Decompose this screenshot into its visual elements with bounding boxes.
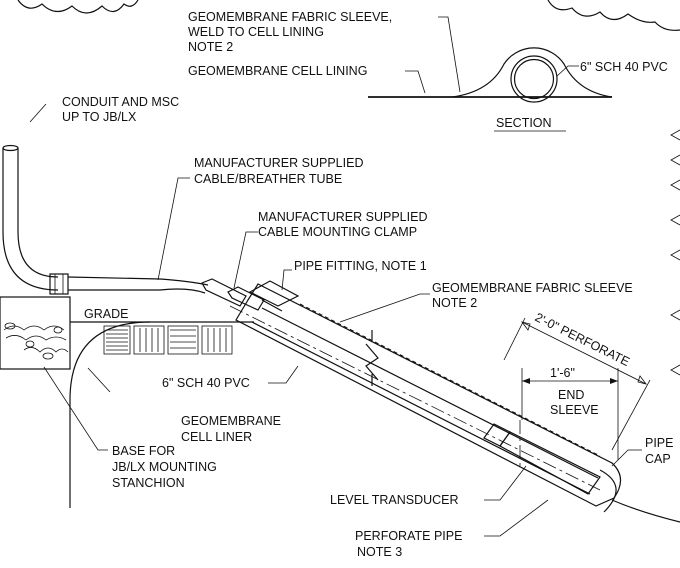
sleeve-weld-label: NOTE 2 xyxy=(188,40,233,54)
revision-cloud-left xyxy=(17,0,139,14)
clamp-label: CABLE MOUNTING CLAMP xyxy=(258,225,417,239)
cable-tube-label: CABLE/BREATHER TUBE xyxy=(194,172,342,186)
base-label: BASE FOR xyxy=(112,444,175,458)
section-detail: GEOMEMBRANE FABRIC SLEEVE, WELD TO CELL … xyxy=(188,10,668,132)
cable-mounting-clamp: MANUFACTURER SUPPLIED CABLE MOUNTING CLA… xyxy=(201,210,427,311)
pvc-main-label: 6" SCH 40 PVC xyxy=(162,376,250,390)
perforate-dim-label: 2'-0" PERFORATE xyxy=(533,310,632,369)
edge-marks xyxy=(670,129,680,376)
end-sleeve-dimension: 1'-6" END SLEEVE xyxy=(521,366,619,460)
fabric-sleeve-label: NOTE 2 xyxy=(432,296,477,310)
ground-line-right xyxy=(611,499,680,523)
perforate-pipe-label: PERFORATE PIPE xyxy=(355,529,462,543)
cell-lining-label: GEOMEMBRANE CELL LINING xyxy=(188,64,367,78)
sleeve-weld-label: WELD TO CELL LINING xyxy=(188,25,324,39)
base-label: STANCHION xyxy=(112,476,185,490)
conduit-label: CONDUIT AND MSC xyxy=(62,95,179,109)
cable-tube-label: MANUFACTURER SUPPLIED xyxy=(194,156,363,170)
conduit-label: UP TO JB/LX xyxy=(62,110,137,124)
ground-base: GRADE GEOMEMBRANE CELL LINER BASE FOR JB… xyxy=(0,296,281,508)
end-sleeve-dim-label: 1'-6" xyxy=(550,366,575,380)
grade-label: GRADE xyxy=(84,307,128,321)
pipe-cap-label: CAP xyxy=(645,452,671,466)
pipe-fitting-label: PIPE FITTING, NOTE 1 xyxy=(294,259,427,273)
fabric-sleeve-label: GEOMEMBRANE FABRIC SLEEVE xyxy=(432,281,633,295)
cable-breather-tube: MANUFACTURER SUPPLIED CABLE/BREATHER TUB… xyxy=(157,156,363,294)
cell-liner-label: CELL LINER xyxy=(181,430,252,444)
section-pvc-label: 6" SCH 40 PVC xyxy=(580,60,668,74)
sloped-pipe xyxy=(229,280,622,513)
pipe-cap-label: PIPE xyxy=(645,436,674,450)
clamp-label: MANUFACTURER SUPPLIED xyxy=(258,210,427,224)
level-transducer-label: LEVEL TRANSDUCER xyxy=(330,493,459,507)
section-title: SECTION xyxy=(496,116,552,130)
conduit: CONDUIT AND MSC UP TO JB/LX xyxy=(2,95,179,295)
cell-liner-label: GEOMEMBRANE xyxy=(181,414,281,428)
sleeve-weld-label: GEOMEMBRANE FABRIC SLEEVE, xyxy=(188,10,392,24)
end-sleeve-label: END xyxy=(558,388,584,402)
base-label: JB/LX MOUNTING xyxy=(112,460,217,474)
end-sleeve-label: SLEEVE xyxy=(550,403,599,417)
revision-cloud-right xyxy=(547,0,680,31)
perforate-pipe-label: NOTE 3 xyxy=(357,545,402,559)
